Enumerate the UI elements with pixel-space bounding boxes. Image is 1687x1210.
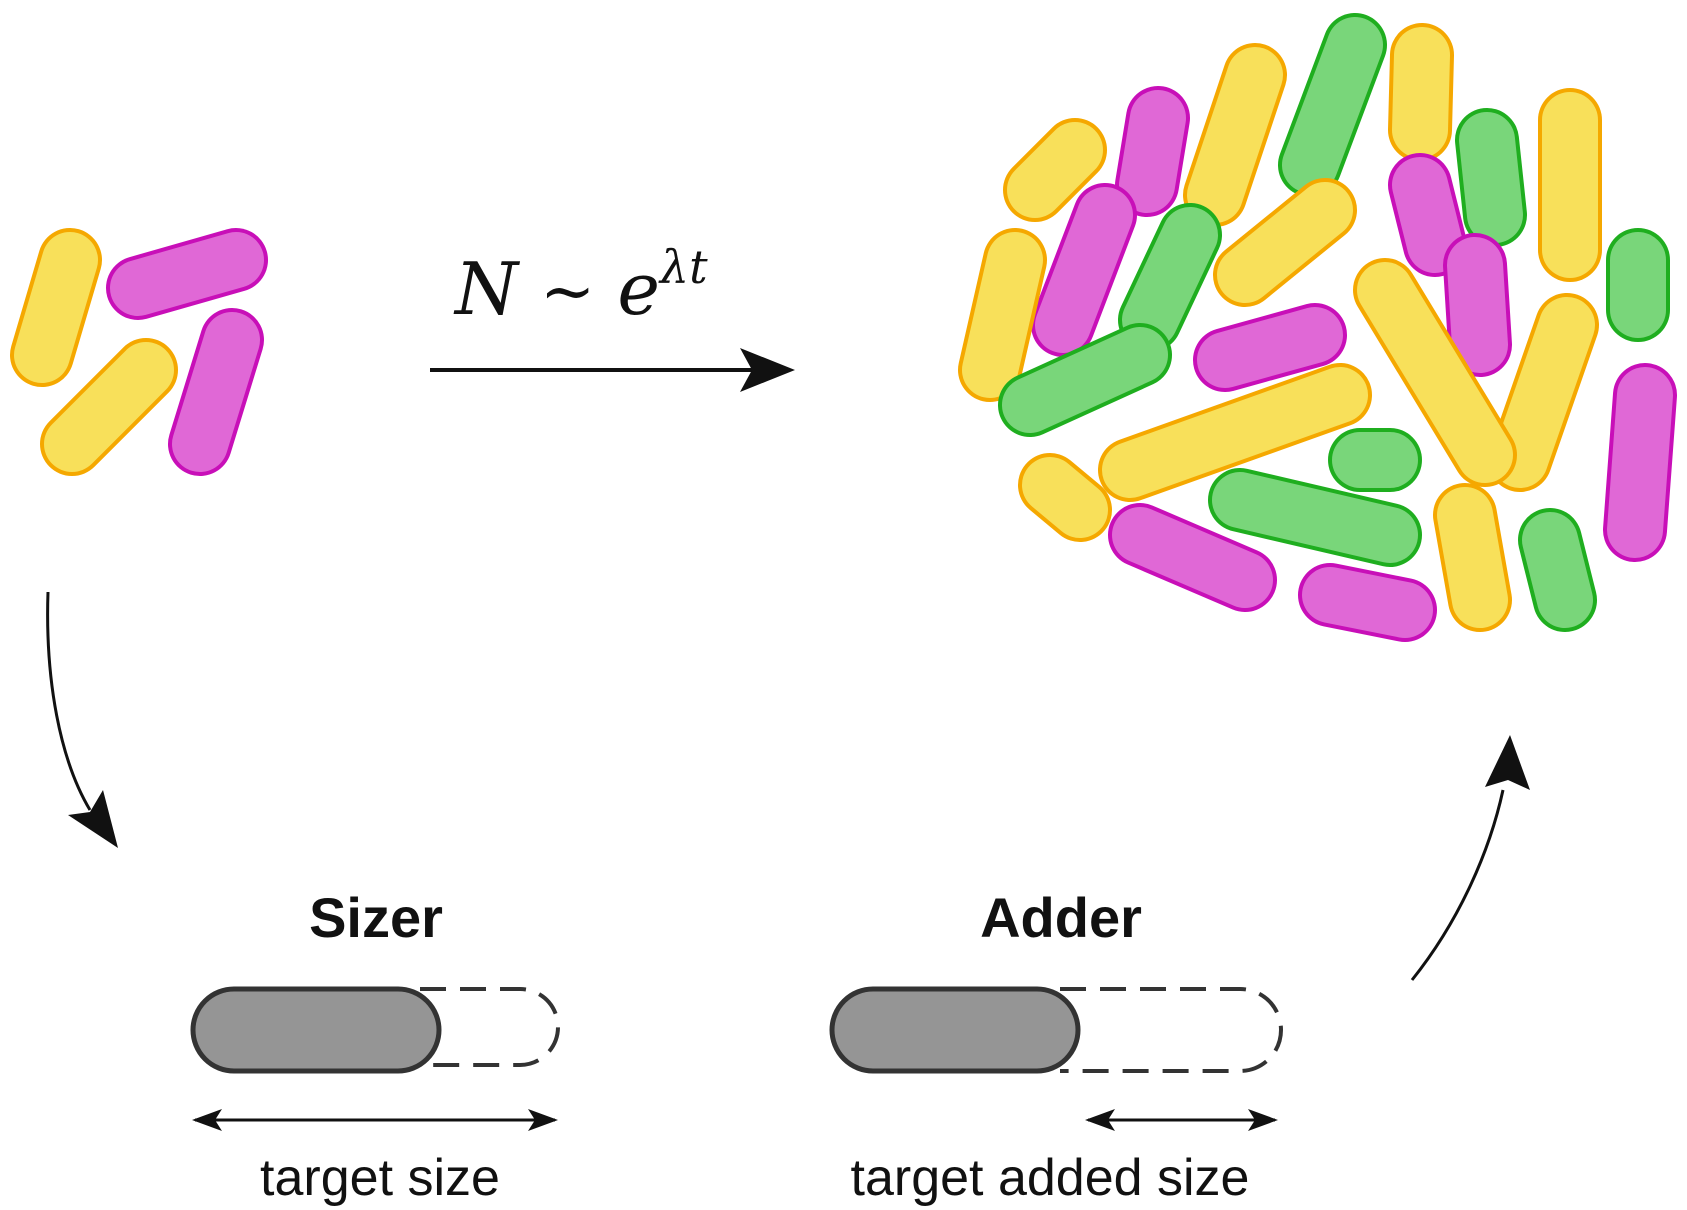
cell-green bbox=[1278, 13, 1387, 197]
sizer-future-outline bbox=[420, 987, 560, 1067]
cell-magenta bbox=[1443, 233, 1512, 377]
sizer-arrow-left-head bbox=[192, 1109, 222, 1131]
cell-magenta bbox=[1298, 563, 1437, 642]
growth-arrowhead bbox=[740, 348, 795, 392]
curved-arrow-up-head bbox=[1485, 735, 1530, 790]
cell-magenta bbox=[1388, 153, 1467, 277]
cell-magenta bbox=[110, 232, 264, 316]
cell-magenta bbox=[1115, 86, 1190, 217]
sizer-arrow-right-head bbox=[528, 1109, 558, 1131]
cell-yellow bbox=[14, 232, 98, 383]
curved-arrow-down-head bbox=[68, 790, 118, 848]
adder-cell bbox=[829, 986, 1283, 1131]
formula-exponent: λt bbox=[659, 240, 708, 294]
adder-title: Adder bbox=[980, 886, 1142, 949]
formula-relation: ~ bbox=[540, 253, 596, 330]
cell-yellow bbox=[1098, 363, 1372, 502]
cell-green bbox=[998, 323, 1172, 437]
adder-caption: target added size bbox=[850, 1149, 1250, 1207]
adder-cell-body bbox=[829, 986, 1081, 1074]
adder-arrow-right-head bbox=[1248, 1109, 1278, 1131]
cell-green bbox=[1118, 203, 1222, 352]
growth-formula: N ~ eλt bbox=[455, 228, 785, 331]
cell-magenta bbox=[1031, 183, 1137, 357]
curved-arrow-down bbox=[46, 591, 92, 811]
cell-yellow bbox=[1018, 453, 1112, 542]
sizer-cell-body bbox=[190, 986, 442, 1074]
cell-yellow bbox=[1183, 43, 1287, 227]
cell-yellow bbox=[1213, 178, 1357, 307]
cell-magenta bbox=[1193, 303, 1347, 392]
sizer-cell bbox=[190, 986, 560, 1131]
cell-yellow bbox=[958, 228, 1047, 402]
cell-green bbox=[1455, 108, 1527, 247]
cell-magenta bbox=[172, 312, 260, 472]
sizer-caption: target size bbox=[260, 1149, 500, 1207]
cell-yellow bbox=[1353, 258, 1517, 487]
cell-yellow bbox=[44, 342, 174, 472]
cell-yellow bbox=[1433, 483, 1512, 632]
cell-yellow bbox=[1003, 118, 1107, 222]
sizer-title: Sizer bbox=[309, 886, 443, 949]
cell-green bbox=[1518, 508, 1597, 632]
cell-green bbox=[1208, 468, 1422, 567]
cell-yellow bbox=[1488, 293, 1599, 492]
adder-future-outline bbox=[1060, 987, 1283, 1073]
grown-colony bbox=[958, 13, 1677, 642]
cell-magenta bbox=[1108, 503, 1277, 612]
formula-lhs: N bbox=[455, 247, 518, 331]
initial-colony bbox=[10, 228, 268, 476]
cell-magenta bbox=[1603, 363, 1677, 562]
cell-yellow bbox=[1388, 23, 1454, 162]
adder-arrow-left-head bbox=[1085, 1109, 1115, 1131]
curved-arrow-up bbox=[1410, 789, 1505, 981]
formula-base: e bbox=[617, 247, 660, 331]
